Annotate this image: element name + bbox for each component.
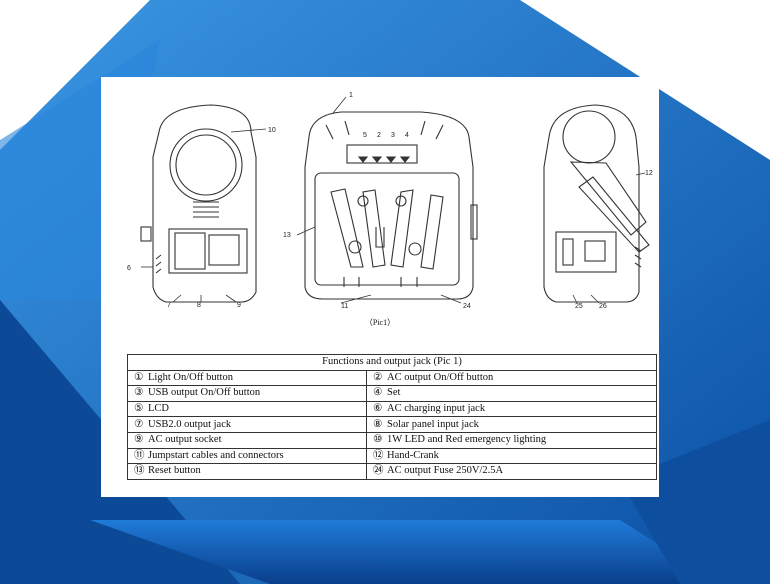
callout-4: 4 — [405, 132, 409, 139]
callout-11: 11 — [341, 303, 348, 310]
item-text: Jumpstart cables and connectors — [148, 449, 284, 461]
callout-6: 6 — [127, 265, 131, 272]
table-cell: ⑧ Solar panel input jack — [366, 416, 657, 433]
item-text: AC output On/Off button — [387, 371, 494, 383]
front-view — [304, 111, 478, 300]
callout-9: 9 — [237, 302, 241, 309]
bg-shape-bottom-right — [620, 420, 770, 584]
functions-table: Functions and output jack (Pic 1) ① Light… — [127, 354, 657, 480]
table-row: ① Light On/Off button ② AC output On/Off bu… — [127, 369, 657, 387]
table-row: ⑨ AC output socket ⑩ 1W LED and Red emergen… — [127, 431, 657, 449]
callout-12: 12 — [645, 170, 653, 177]
item-text: USB output On/Off button — [148, 387, 261, 399]
callout-labels: 1 5 2 3 4 10 6 7 8 9 13 11 24 12 25 26 — [127, 92, 653, 310]
table-cell: ② AC output On/Off button — [366, 369, 657, 387]
callout-24: 24 — [463, 303, 471, 310]
bg-shape-bottom — [90, 520, 720, 584]
callout-10: 10 — [268, 127, 276, 134]
table-cell: ④ Set — [366, 385, 657, 402]
table-row: ③ USB output On/Off button ④ Set — [127, 385, 657, 402]
item-text: AC charging input jack — [387, 403, 486, 415]
document-panel: 1 5 2 3 4 10 6 7 8 9 13 11 24 12 25 26 （… — [101, 77, 659, 497]
item-number: ⑫ — [373, 449, 384, 461]
item-number: ② — [373, 371, 383, 383]
item-number: ⑨ — [134, 434, 144, 446]
table-cell: ⑨ AC output socket — [127, 431, 367, 449]
item-text: LCD — [148, 403, 169, 415]
item-text: AC output Fuse 250V/2.5A — [387, 465, 504, 477]
table-row: ⑤ LCD ⑥ AC charging input jack — [127, 400, 657, 418]
item-text: Hand-Crank — [387, 449, 439, 461]
item-number: ④ — [373, 387, 383, 399]
callout-1: 1 — [349, 92, 353, 99]
table-cell: ⑩ 1W LED and Red emergency lighting — [366, 431, 657, 449]
callout-25: 25 — [575, 303, 583, 310]
item-number: ① — [134, 371, 144, 383]
callout-8: 8 — [197, 302, 201, 309]
callout-13: 13 — [283, 232, 291, 239]
leader-lines — [141, 96, 646, 304]
item-text: AC output socket — [148, 434, 222, 446]
table-cell: ① Light On/Off button — [127, 369, 367, 387]
callout-3: 3 — [391, 132, 395, 139]
right-side-view — [543, 104, 650, 303]
item-text: Light On/Off button — [148, 371, 233, 383]
item-text: Reset button — [148, 465, 201, 477]
table-row: ⑦ USB2.0 output jack ⑧ Solar panel input ja… — [127, 416, 657, 433]
item-text: 1W LED and Red emergency lighting — [387, 434, 547, 446]
item-text: Solar panel input jack — [387, 418, 479, 430]
callout-5: 5 — [363, 132, 367, 139]
item-number: ⑧ — [373, 418, 383, 430]
item-number: ⑦ — [134, 418, 144, 430]
figure-caption: （Pic1） — [364, 318, 396, 327]
left-side-view — [140, 104, 257, 303]
item-number: ③ — [134, 387, 144, 399]
callout-2: 2 — [377, 132, 381, 139]
table-cell: ⑦ USB2.0 output jack — [127, 416, 367, 433]
item-number: ⑬ — [134, 465, 145, 477]
device-diagram: 1 5 2 3 4 10 6 7 8 9 13 11 24 12 25 26 — [127, 92, 653, 310]
table-cell: ⑤ LCD — [127, 400, 367, 418]
callout-26: 26 — [599, 303, 607, 310]
table-cell: ⑥ AC charging input jack — [366, 400, 657, 418]
item-text: Set — [387, 387, 401, 399]
table-title: Functions and output jack (Pic 1) — [127, 354, 657, 371]
item-number: ⑤ — [134, 403, 144, 415]
item-number: ⑥ — [373, 403, 383, 415]
callout-7: 7 — [167, 302, 171, 309]
table-cell: ③ USB output On/Off button — [127, 385, 367, 402]
item-number: ⑩ — [373, 434, 383, 446]
item-number: ㉔ — [373, 465, 384, 477]
item-number: ⑪ — [134, 449, 145, 461]
item-text: USB2.0 output jack — [148, 418, 232, 430]
